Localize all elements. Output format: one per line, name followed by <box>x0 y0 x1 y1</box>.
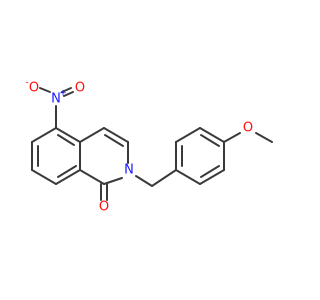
bond-n2-ch2 <box>135 175 153 187</box>
bond-ar6-ar1 <box>175 169 201 185</box>
bond-nitroN-o-left <box>39 87 51 93</box>
carbonyl-oxygen-label: O <box>99 200 109 215</box>
bond-ar3-ar4 <box>199 127 225 143</box>
nitro-oxygen-left-label: O <box>29 81 39 96</box>
bond-ar4-o <box>223 132 241 143</box>
bond-c4a-c4 <box>79 127 105 143</box>
bond-c1-c8a <box>79 169 105 185</box>
ring-nitrogen-label: N <box>124 163 134 178</box>
nitro-oxygen-right-label: O <box>75 81 85 96</box>
bond-o-ch3 <box>255 132 273 143</box>
bond-c4a-c5 <box>55 127 81 143</box>
bond-c4a-c5-inner <box>57 134 75 146</box>
bond-c7-c8 <box>31 169 57 185</box>
structure-svg: O - N + O N O O <box>25 78 273 215</box>
bond-nitroN-o-right <box>61 87 72 93</box>
bond-ar2-ar3 <box>175 127 201 143</box>
molecule-canvas: O - N + O N O O <box>25 77 273 215</box>
bond-c8-c8a <box>55 169 81 185</box>
bond-ch2-ar <box>151 169 177 187</box>
bond-ar5-ar6 <box>199 169 225 185</box>
atom-labels: O - N + O N O O <box>25 78 253 215</box>
bond-c4-c3 <box>103 127 129 143</box>
bond-ar5-ar6-inner <box>200 165 220 178</box>
bond-nitroN-o-right-2 <box>63 91 74 97</box>
bond-c4-c3-inner <box>104 134 124 147</box>
methoxy-oxygen-label: O <box>243 121 253 136</box>
nitro-nitrogen-charge: + <box>59 89 67 99</box>
bond-c5-c6 <box>31 127 57 143</box>
bond-ar3-ar4-inner <box>200 134 220 147</box>
bond-c8-c8a-inner <box>57 165 77 178</box>
nitro-nitrogen-label: N <box>51 92 61 107</box>
bonds <box>31 87 273 201</box>
nitro-oxygen-left-charge: - <box>25 78 28 88</box>
